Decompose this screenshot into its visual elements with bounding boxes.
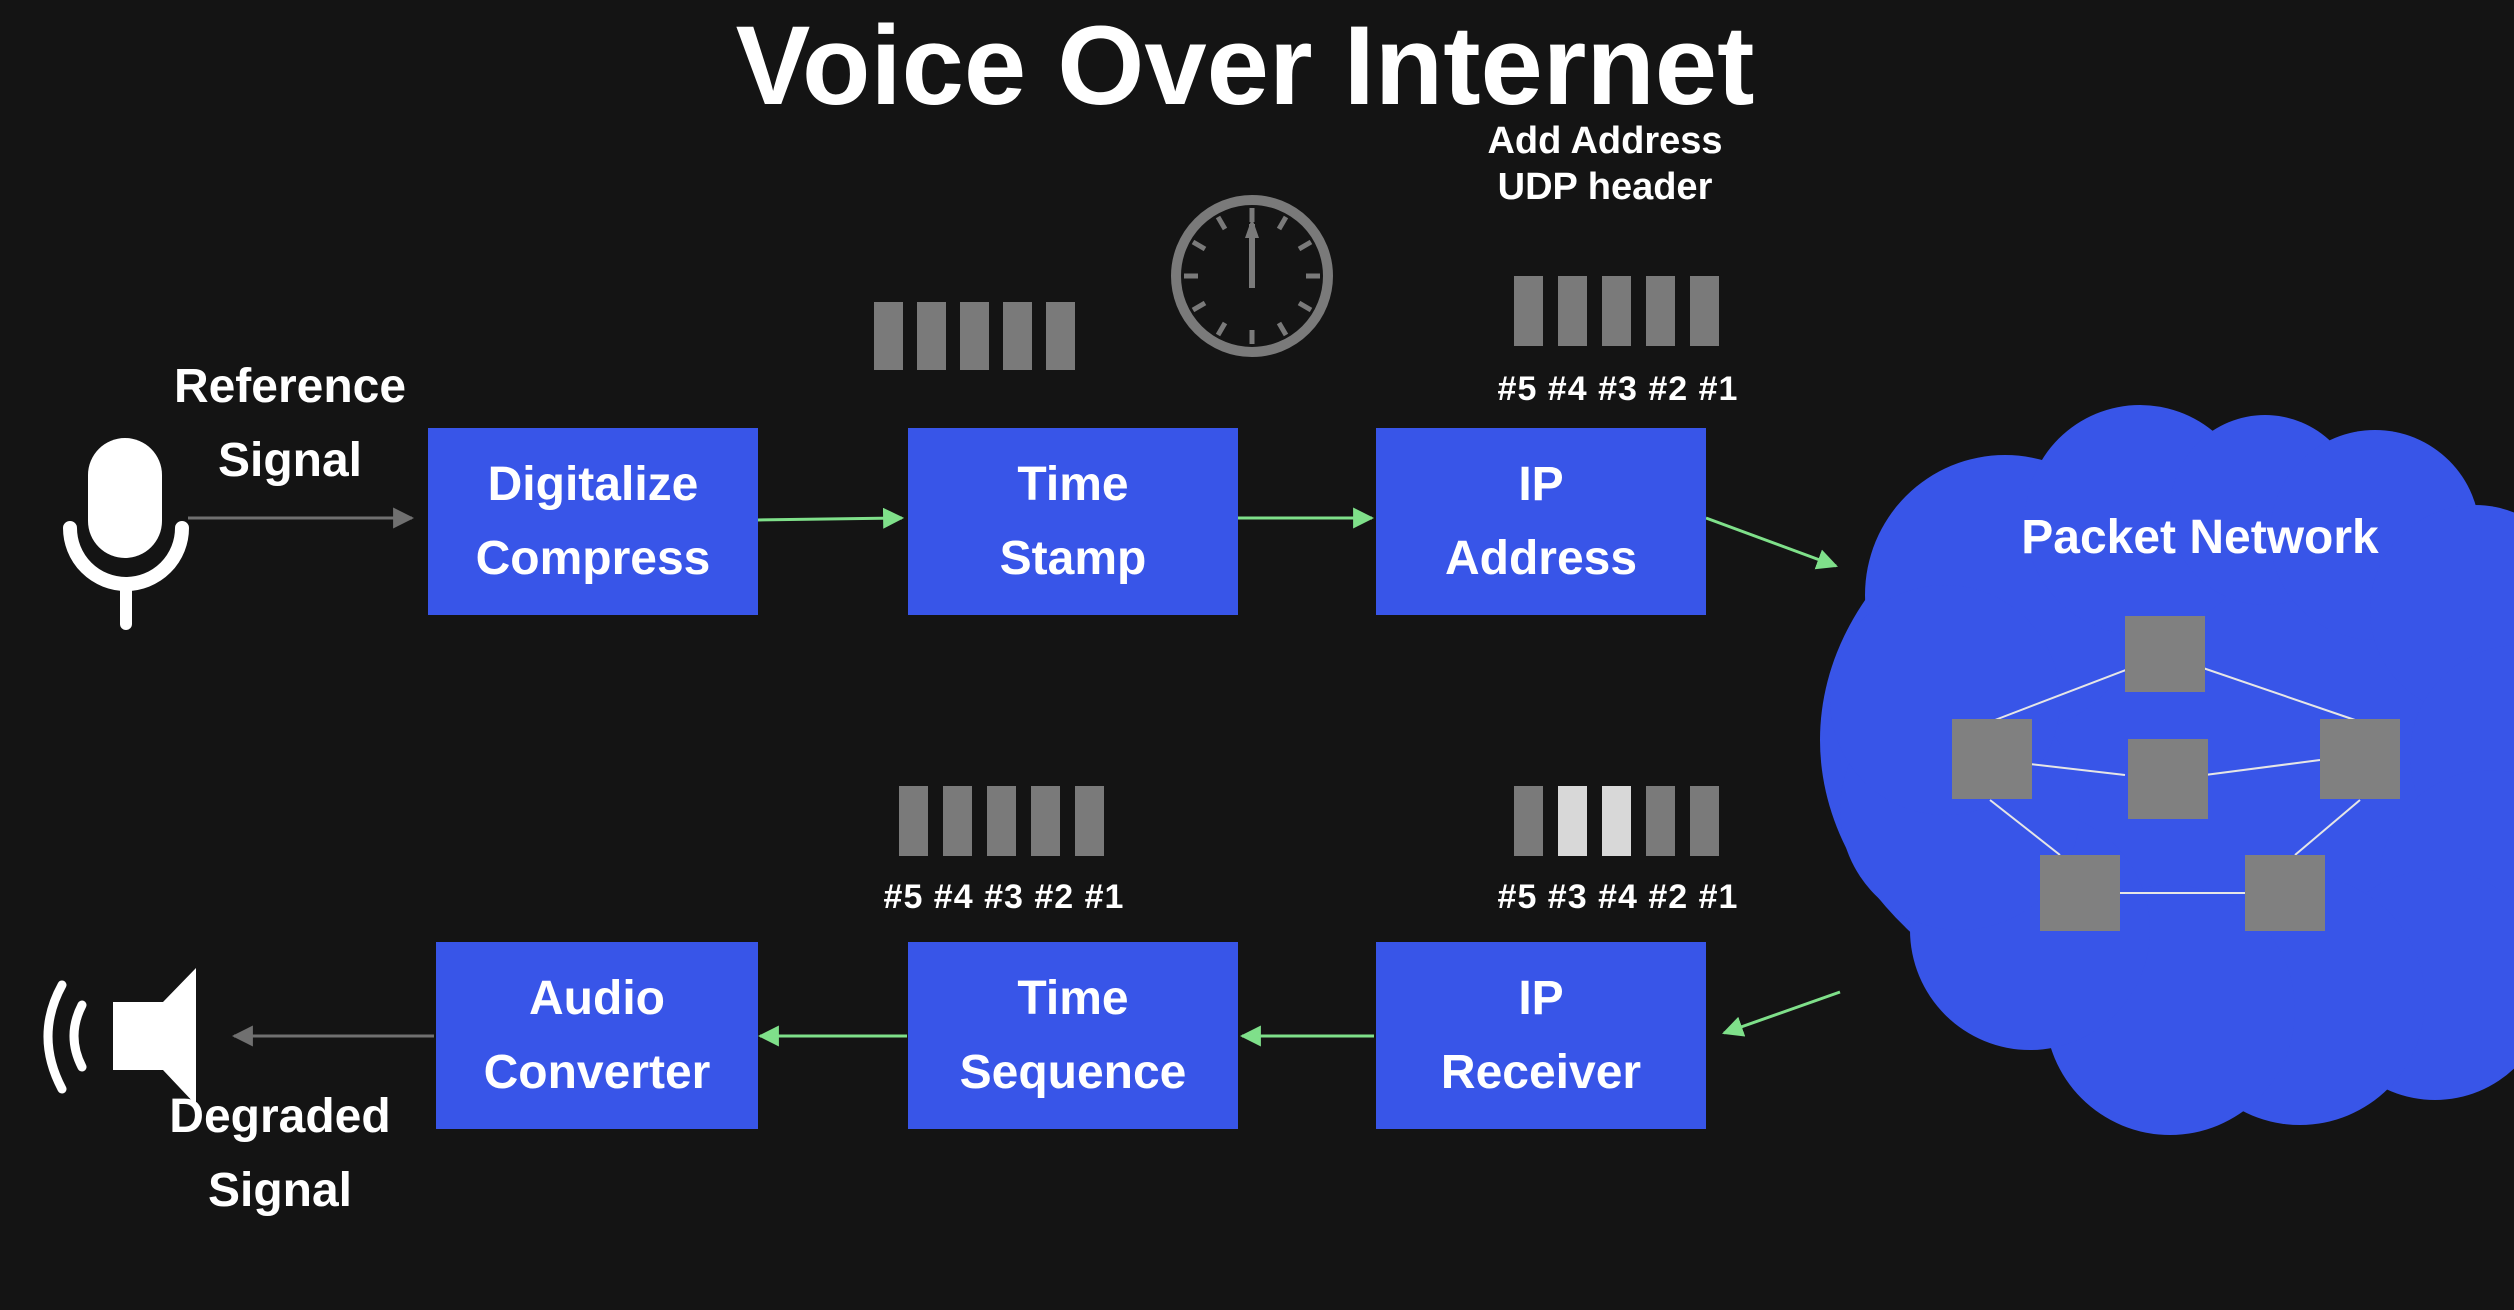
time-stamp-line-1: Time bbox=[1017, 457, 1129, 511]
degraded-signal-label: Degraded Signal bbox=[150, 1080, 410, 1228]
packet-block bbox=[917, 302, 946, 370]
packet-block bbox=[960, 302, 989, 370]
packet-stack-bottom-right bbox=[1514, 786, 1719, 856]
time-sequence-line-2: Sequence bbox=[959, 1045, 1187, 1099]
ip-receiver-line-1: IP bbox=[1518, 971, 1564, 1025]
network-node bbox=[2245, 855, 2325, 931]
packet-block bbox=[1602, 276, 1631, 346]
reference-signal-line-1: Reference bbox=[173, 360, 407, 413]
ip-header-note: Add Address UDP header bbox=[1460, 118, 1750, 210]
packet-stack-top-middle bbox=[874, 302, 1075, 370]
packet-stack-bottom-middle bbox=[899, 786, 1104, 856]
reference-signal-label: Reference Signal bbox=[160, 350, 420, 498]
packet-block bbox=[874, 302, 903, 370]
packet-block-highlighted bbox=[1558, 786, 1587, 856]
digitalize-compress-line-1: Digitalize bbox=[487, 457, 699, 511]
network-graph-nodes bbox=[1952, 616, 2400, 931]
network-node bbox=[2125, 616, 2205, 692]
packet-block bbox=[1558, 276, 1587, 346]
ip-note-line-2: UDP header bbox=[1497, 166, 1713, 208]
packet-block bbox=[1690, 786, 1719, 856]
cloud-icon bbox=[1820, 405, 2514, 1135]
network-node bbox=[2320, 719, 2400, 799]
speaker-icon bbox=[43, 968, 196, 1105]
packet-order-label-bottom-middle: #5 #4 #3 #2 #1 bbox=[883, 878, 1125, 916]
packet-block bbox=[1646, 786, 1675, 856]
packet-order-label-top-right: #5 #4 #3 #2 #1 bbox=[1497, 370, 1739, 408]
packet-block bbox=[1031, 786, 1060, 856]
audio-converter-line-2: Converter bbox=[483, 1045, 711, 1099]
time-stamp-box: Time Stamp bbox=[908, 428, 1238, 615]
packet-network-label: Packet Network bbox=[2021, 511, 2379, 564]
time-sequence-line-1: Time bbox=[1017, 971, 1129, 1025]
degraded-signal-line-2: Signal bbox=[207, 1164, 353, 1217]
packet-block bbox=[1075, 786, 1104, 856]
ip-receiver-line-2: Receiver bbox=[1440, 1045, 1642, 1099]
time-sequence-box: Time Sequence bbox=[908, 942, 1238, 1129]
ip-address-box: IP Address bbox=[1376, 428, 1706, 615]
audio-converter-box: Audio Converter bbox=[436, 942, 758, 1129]
microphone-icon bbox=[63, 438, 189, 630]
ip-address-line-2: Address bbox=[1444, 531, 1638, 585]
clock-icon bbox=[1171, 195, 1333, 357]
ip-address-line-1: IP bbox=[1518, 457, 1564, 511]
reference-signal-line-2: Signal bbox=[217, 434, 363, 487]
packet-block bbox=[1003, 302, 1032, 370]
packet-stack-top-right bbox=[1514, 276, 1719, 346]
network-node bbox=[1952, 719, 2032, 799]
audio-converter-line-1: Audio bbox=[529, 971, 665, 1025]
packet-block bbox=[1514, 786, 1543, 856]
arrow-digitalize-to-timestamp bbox=[756, 507, 905, 529]
digitalize-compress-line-2: Compress bbox=[475, 531, 711, 585]
packet-block bbox=[987, 786, 1016, 856]
digitalize-compress-box: Digitalize Compress bbox=[428, 428, 758, 615]
ip-note-line-1: Add Address bbox=[1487, 120, 1723, 162]
packet-block bbox=[943, 786, 972, 856]
network-edge bbox=[1989, 799, 2061, 856]
network-node bbox=[2128, 739, 2208, 819]
flow-arrows bbox=[188, 507, 1841, 1047]
packet-block bbox=[1646, 276, 1675, 346]
time-stamp-line-2: Stamp bbox=[999, 531, 1147, 585]
network-edge bbox=[2294, 799, 2361, 856]
packet-block bbox=[899, 786, 928, 856]
packet-block bbox=[1046, 302, 1075, 370]
diagram-title: Voice Over Internet bbox=[735, 3, 1755, 128]
packet-block bbox=[1514, 276, 1543, 346]
network-edge bbox=[2204, 759, 2321, 776]
packet-order-label-bottom-right: #5 #3 #4 #2 #1 bbox=[1497, 878, 1739, 916]
network-node bbox=[2040, 855, 2120, 931]
packet-block bbox=[1690, 276, 1719, 346]
arrow-ip-to-network bbox=[1705, 516, 1838, 570]
degraded-signal-line-1: Degraded bbox=[169, 1090, 391, 1143]
ip-receiver-box: IP Receiver bbox=[1376, 942, 1706, 1129]
arrow-network-to-receiver bbox=[1722, 990, 1841, 1037]
packet-block-highlighted bbox=[1602, 786, 1631, 856]
